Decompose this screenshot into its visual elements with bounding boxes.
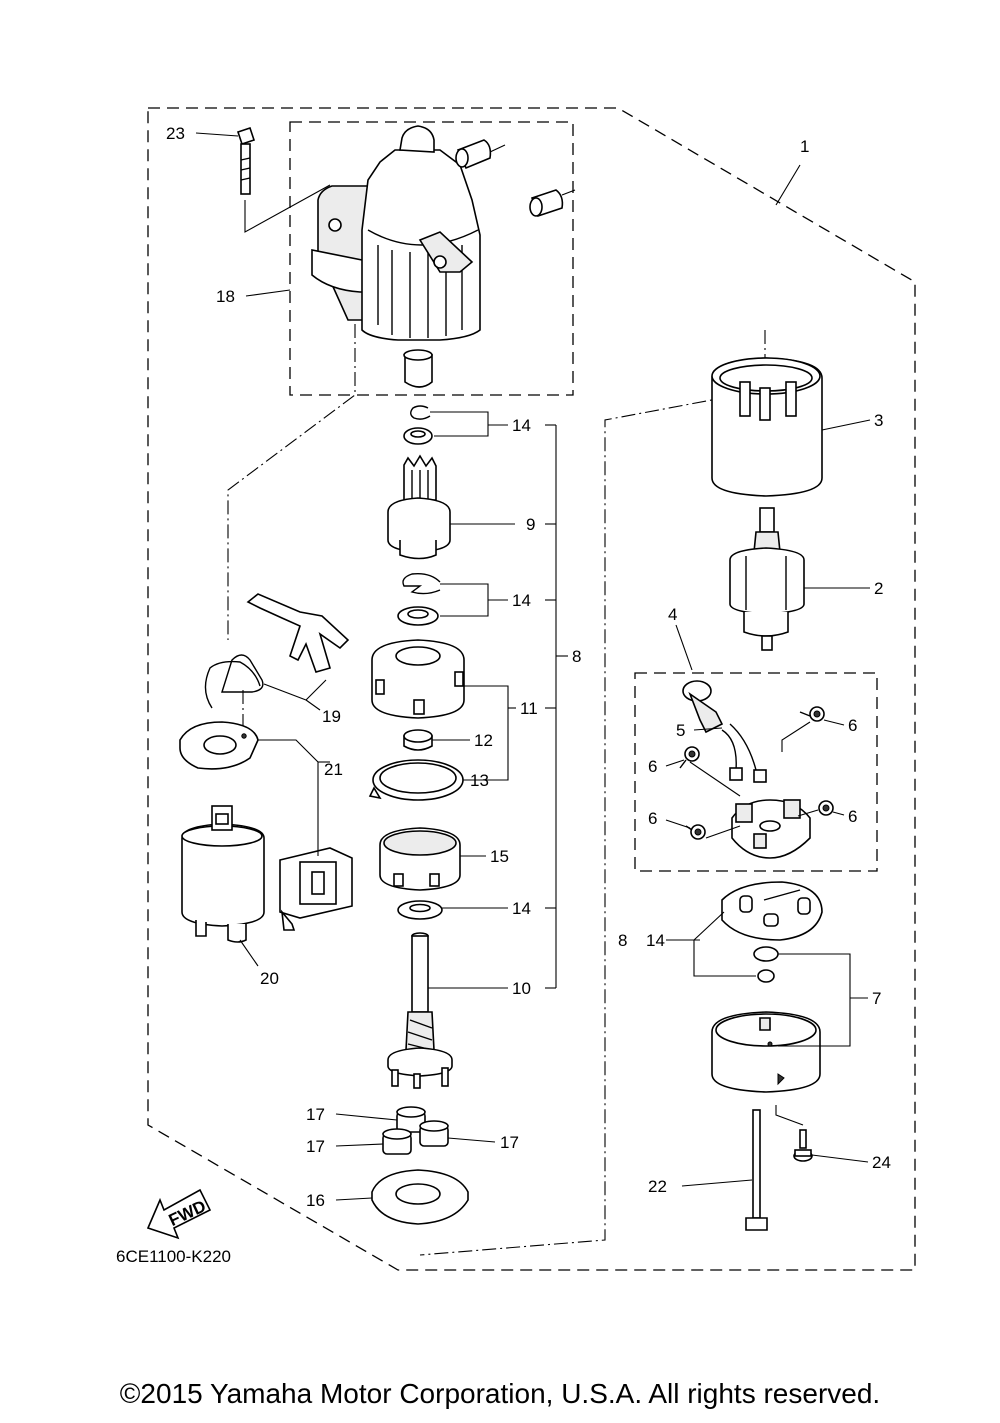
callout-21: 21 (324, 760, 343, 779)
housing-group-box (289, 121, 574, 396)
brush-part-5 (682, 680, 767, 783)
assembly-boundary (147, 107, 916, 1271)
planet-gear-part-17-c (419, 1120, 449, 1147)
solenoid-part-20 (181, 805, 265, 943)
callout-1: 1 (800, 137, 809, 156)
washer-part-14-b (397, 606, 439, 626)
callout-14-a: 14 (512, 416, 531, 435)
armature-part-2 (729, 507, 805, 651)
callout-17-c: 17 (500, 1133, 519, 1152)
callout-15: 15 (490, 847, 509, 866)
washer-part-14-a (403, 427, 433, 445)
callout-6-a: 6 (848, 716, 857, 735)
cover-part-21 (279, 847, 353, 931)
leader-lines (195, 132, 871, 1201)
drawing-code: 6CE1100-K220 (116, 1247, 231, 1266)
callout-9: 9 (526, 515, 535, 534)
bearing-part-7 (753, 946, 779, 983)
callout-8-b: 8 (618, 931, 627, 950)
through-bolt-part-22 (745, 1109, 768, 1231)
plate-part-16 (371, 1169, 469, 1225)
copyright-notice: ©2015 Yamaha Motor Corporation, U.S.A. A… (119, 1378, 881, 1409)
bearing-part-12 (403, 729, 433, 751)
callout-6-d: 6 (648, 809, 657, 828)
callout-12: 12 (474, 731, 493, 750)
brush-holder-group-box (634, 672, 878, 872)
callout-11: 11 (520, 699, 538, 718)
callout-14-c: 14 (512, 899, 531, 918)
spring-part-6-c (818, 800, 834, 816)
plate-part-14-right (721, 881, 823, 941)
spring-part-6-b (799, 706, 825, 722)
callout-18: 18 (216, 287, 235, 306)
ring-part-13 (368, 759, 464, 801)
brush-holder-plate-part-4 (731, 799, 811, 859)
callout-8-a: 8 (572, 647, 581, 666)
gasket-part-21 (179, 721, 259, 770)
screw-part-24 (793, 1129, 813, 1162)
callout-14-b: 14 (512, 591, 531, 610)
callout-7: 7 (872, 989, 881, 1008)
shaft-part-10 (387, 932, 453, 1089)
callout-3: 3 (874, 411, 883, 430)
yoke-part-3 (711, 357, 823, 497)
circlip-part-14-mid (402, 572, 441, 595)
callout-10: 10 (512, 979, 531, 998)
circlip-part-14-top (410, 405, 431, 420)
callout-19: 19 (322, 707, 341, 726)
callout-6-c: 6 (848, 807, 857, 826)
pinion-part-9 (387, 454, 451, 560)
washer-part-14-c (397, 900, 443, 920)
planet-gear-part-17-b (382, 1128, 412, 1155)
wire-spring-part-19 (204, 654, 264, 709)
callout-2: 2 (874, 579, 883, 598)
front-housing-part-18 (311, 125, 564, 388)
callout-5: 5 (676, 721, 685, 740)
callout-4: 4 (668, 605, 677, 624)
internal-gear-part-15 (379, 827, 461, 891)
gear-housing-part-11 (371, 639, 465, 719)
end-cover-part-7 (711, 1011, 821, 1093)
fwd-arrow-icon: FWD (146, 1188, 212, 1240)
callout-6-b: 6 (648, 757, 657, 776)
callout-20: 20 (260, 969, 279, 988)
shift-lever-part-19 (246, 593, 350, 673)
spring-part-6-a (679, 746, 700, 769)
leader-23-housing (244, 184, 331, 233)
callout-16: 16 (306, 1191, 325, 1210)
callout-13: 13 (470, 771, 489, 790)
callout-17-b: 17 (306, 1137, 325, 1156)
callout-24: 24 (872, 1153, 891, 1172)
centre-line-left (227, 300, 356, 640)
callout-labels: 1 2 3 4 5 6 6 6 6 7 8 8 9 10 11 12 13 14… (166, 124, 891, 1210)
callout-23: 23 (166, 124, 185, 143)
callout-22: 22 (648, 1177, 667, 1196)
callout-17-a: 17 (306, 1105, 325, 1124)
centre-line-right (419, 330, 766, 1256)
bolt-part-23 (236, 126, 256, 195)
callout-14-d: 14 (646, 931, 665, 950)
